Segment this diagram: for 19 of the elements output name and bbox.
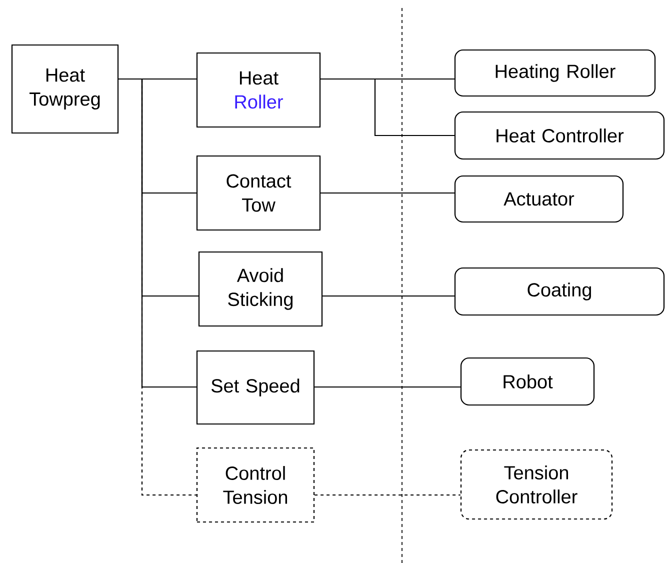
function-box: Heat Roller: [196, 52, 321, 128]
connector-line: [320, 78, 454, 136]
connector-line: [118, 78, 196, 388]
component-box: Heat Controller: [454, 111, 665, 160]
connector-line: [118, 78, 196, 496]
connector-line: [314, 386, 460, 388]
component-box: Actuator: [454, 175, 624, 223]
function-box: Heat Towpreg: [11, 44, 119, 134]
connector-line: [322, 295, 454, 297]
component-box: Robot: [460, 357, 595, 406]
function-box: Control Tension: [196, 447, 315, 523]
component-box: Tension Controller: [460, 449, 613, 520]
component-box: Heating Roller: [454, 49, 656, 97]
function-box: Avoid Sticking: [198, 251, 323, 327]
function-box: Set Speed: [196, 350, 315, 425]
connector-line: [320, 192, 454, 194]
connector-line: [314, 494, 460, 496]
function-box: Contact Tow: [196, 155, 321, 231]
component-box: Coating: [454, 267, 665, 316]
